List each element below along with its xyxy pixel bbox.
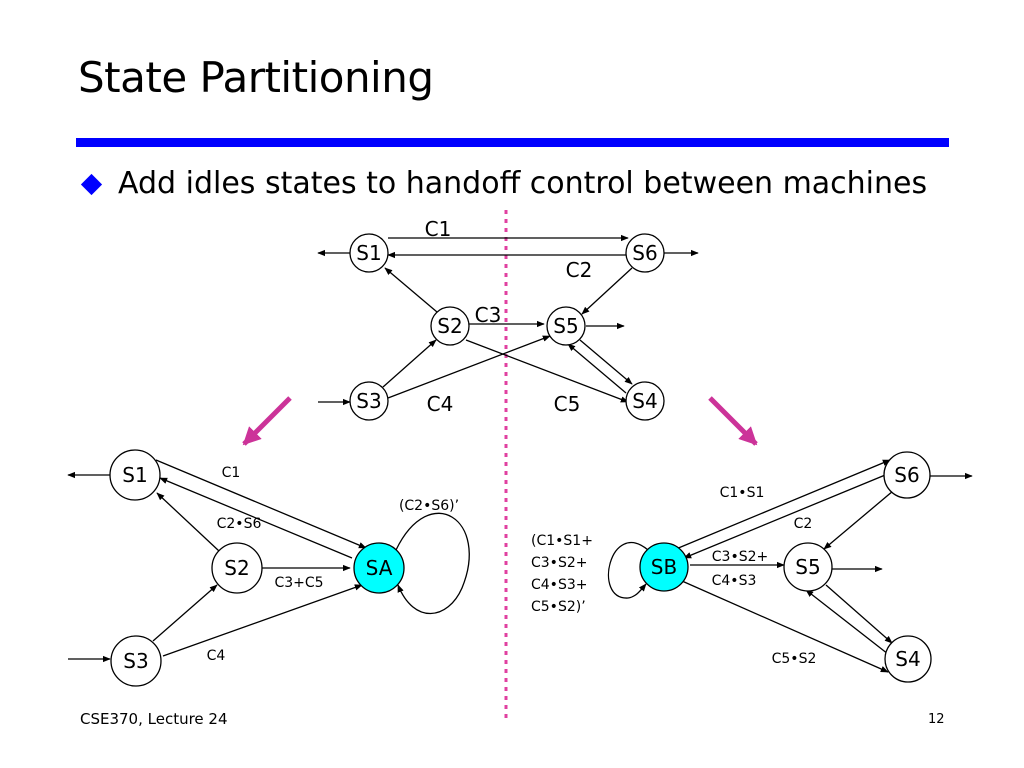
top-state-s1-label: S1 [356,241,381,265]
top-edge-s5-s4 [579,339,633,385]
right-state-s5 [783,542,833,592]
top-state-s1 [349,233,389,273]
left-state-sa-label: SA [366,556,393,580]
top-state-s5-label: S5 [553,314,578,338]
right-self-loop-line-1: (C1•S1+ [531,533,593,549]
right-state-s6-label: S6 [894,463,919,487]
right-edge-sb-self-loop [607,542,649,599]
right-edge-s5-s4 [825,584,893,644]
top-edge-s3-s2 [382,339,437,388]
top-state-s3-label: S3 [356,389,381,413]
footer-text: CSE370, Lecture 24 [80,710,228,728]
top-state-s6 [625,233,665,273]
page-number: 12 [928,712,945,727]
top-edge-s6-s5 [581,267,633,315]
left-label-c1: C1 [222,465,241,481]
right-label-c5-s2: C5•S2 [772,651,817,667]
left-state-s2 [211,542,263,594]
right-edge-sb-s6 [675,459,891,550]
left-state-s3 [110,635,162,687]
right-self-loop-line-2: C3•S2+ [531,555,587,571]
right-state-s4 [884,635,932,683]
right-state-s5-label: S5 [795,555,820,579]
left-edge-sa-s1 [159,477,353,559]
top-edge-s2-s1 [384,267,438,313]
left-edge-s2-s1 [156,492,220,552]
right-edge-s6-s5 [823,490,894,550]
right-edge-s4-s5 [805,589,889,655]
title-rule [76,138,949,147]
top-label-c5: C5 [554,392,581,416]
top-state-s5 [546,306,586,346]
top-label-c1: C1 [425,217,452,241]
right-self-loop-line-3: C4•S3+ [531,577,587,593]
right-state-sb [639,542,689,592]
bullet-text: Add idles states to handoff control betw… [118,166,928,201]
left-state-s3-label: S3 [123,649,148,673]
left-state-s2-label: S2 [224,556,249,580]
right-label-c2: C2 [794,516,813,532]
left-edge-s3-sa [162,584,363,657]
top-state-s6-label: S6 [632,241,657,265]
top-state-s3 [349,381,389,421]
top-state-s4 [625,381,665,421]
left-label-c2-s6: C2•S6 [217,516,262,532]
right-edge-s6-sb [683,472,891,559]
top-label-c3: C3 [475,303,502,327]
left-label-self-loop: (C2•S6)’ [399,498,459,514]
slide-title: State Partitioning [78,53,434,102]
right-label-c3-s2: C3•S2+ [712,549,768,565]
left-state-s1-label: S1 [122,463,147,487]
top-state-s2-label: S2 [437,314,462,338]
left-edge-s3-s2 [152,584,218,642]
top-edge-s3-s5 [387,335,551,399]
left-partition-arrow [242,396,292,446]
top-edge-s2-s4 [465,339,629,403]
right-state-s6 [883,451,931,499]
left-state-sa [353,542,405,594]
right-state-sb-label: SB [651,555,677,579]
right-label-c1-s1: C1•S1 [720,485,765,501]
right-self-loop-line-4: C5•S2)’ [531,599,586,615]
top-state-s4-label: S4 [632,389,657,413]
right-label-c4-s3: C4•S3 [712,573,757,589]
left-edge-sa-self-loop [395,512,470,614]
top-label-c2: C2 [566,258,593,282]
right-state-s4-label: S4 [895,647,920,671]
right-partition-arrow [708,396,758,446]
top-label-c4: C4 [427,392,454,416]
left-label-c4: C4 [207,648,226,664]
left-edge-s1-sa [155,459,367,549]
left-state-s1 [109,449,161,501]
left-label-c3-c5: C3+C5 [274,575,323,591]
top-state-s2 [430,306,470,346]
top-edge-s4-s5 [567,343,627,394]
right-edge-sb-s4 [681,580,889,673]
